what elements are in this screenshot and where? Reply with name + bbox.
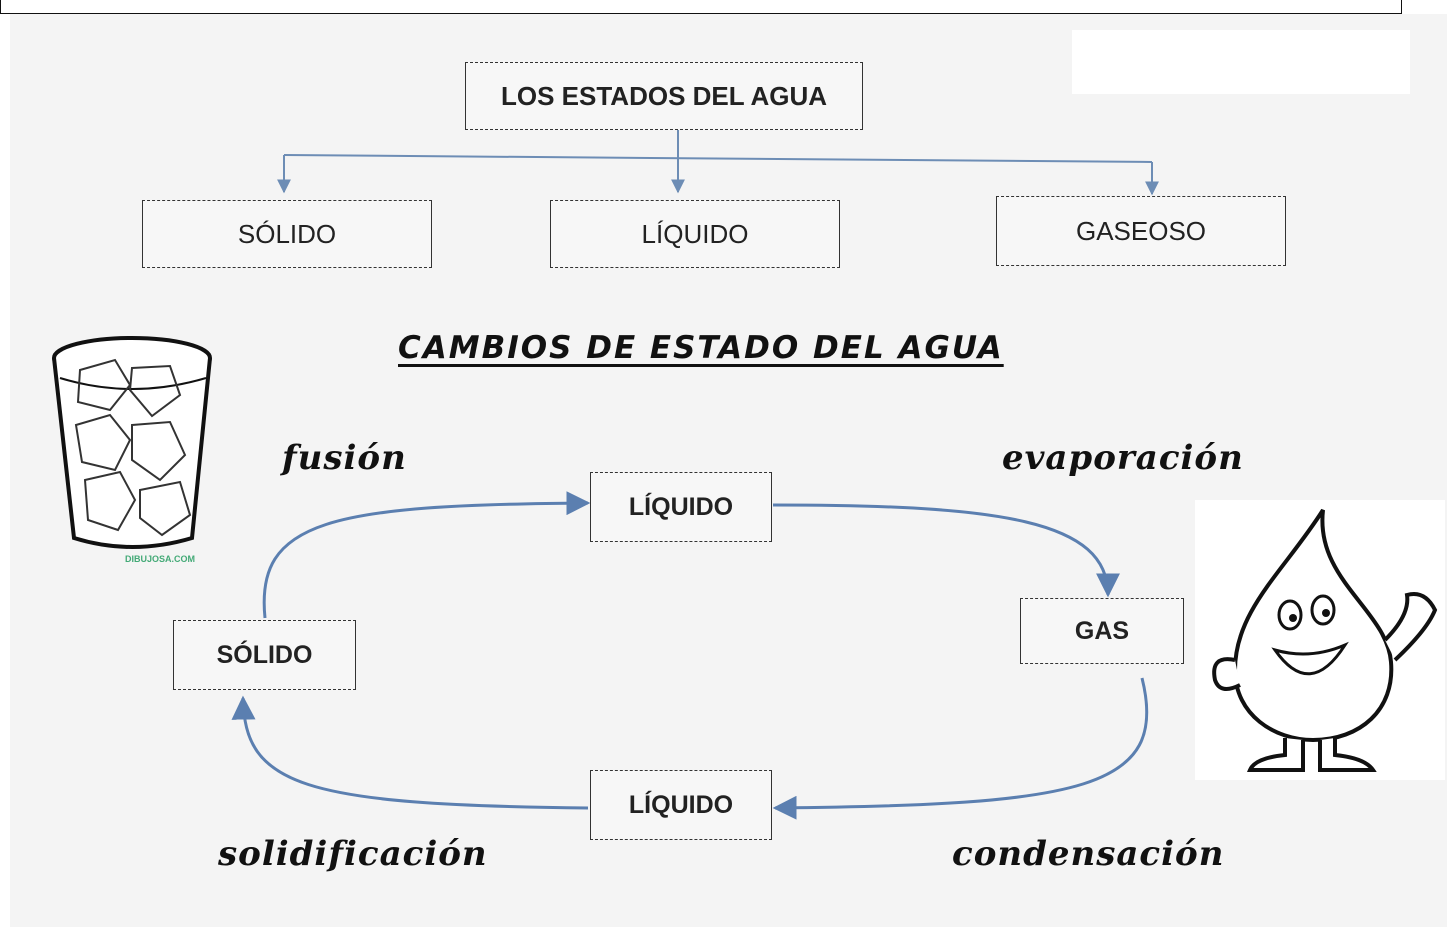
water-drop-icon [1195,500,1445,780]
tree-connector [277,130,1159,196]
state-liquid-label: LÍQUIDO [641,218,749,249]
cycle-box-top-liquid: LÍQUIDO [590,472,772,542]
main-title-box: LOS ESTADOS DEL AGUA [465,62,863,130]
cycle-box-bottom-liquid: LÍQUIDO [590,770,772,840]
state-box-solid: SÓLIDO [142,200,432,268]
cycle-box-gas: GAS [1020,598,1184,664]
blank-label-area [1072,30,1410,94]
process-solidification: solidificación [218,834,488,874]
cycle-box-solid: SÓLIDO [173,620,356,690]
state-box-liquid: LÍQUIDO [550,200,840,268]
state-gas-label: GASEOSO [1075,215,1207,246]
condensation-arrow [772,677,1149,820]
fusion-arrow [262,491,591,619]
ice-glass-icon: DIBUJOSA.COM [52,336,212,564]
solidification-arrow [231,695,589,810]
evaporation-arrow [772,503,1120,598]
state-solid-label: SÓLIDO [237,218,337,249]
process-condensation: condensación [952,834,1225,874]
process-evaporation: evaporación [1002,438,1244,478]
glass-caption: DIBUJOSA.COM [125,554,195,564]
water-drop-character [1195,500,1445,785]
cycle-bottom-label: LÍQUIDO [628,790,734,819]
main-title: LOS ESTADOS DEL AGUA [501,80,827,111]
top-border-strip [0,0,1402,14]
cycle-right-label: GAS [1074,616,1130,645]
state-box-gas: GASEOSO [996,196,1286,266]
cycle-title: CAMBIOS DE ESTADO DEL AGUA [398,330,1004,366]
ice-glass-illustration: DIBUJOSA.COM [40,330,255,575]
process-fusion: fusión [282,438,407,478]
cycle-left-label: SÓLIDO [216,640,313,669]
cycle-top-label: LÍQUIDO [628,492,734,521]
